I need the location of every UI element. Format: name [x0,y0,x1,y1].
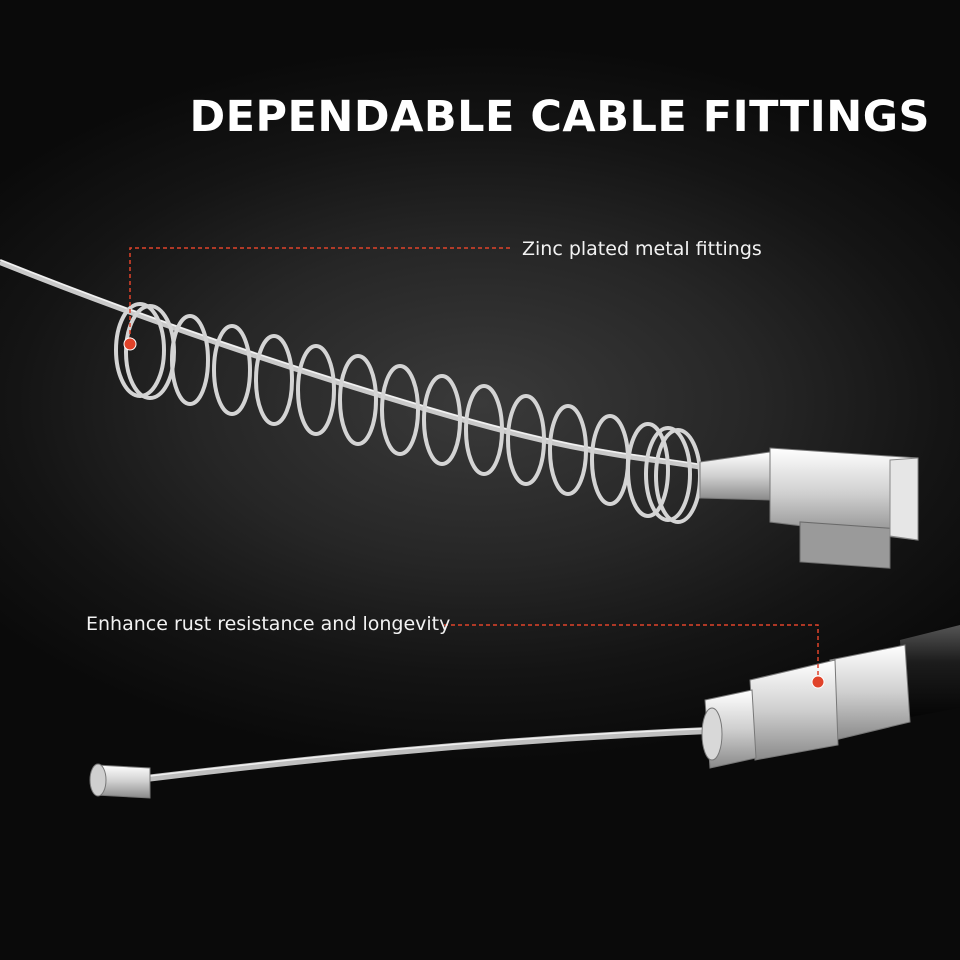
page-title: DEPENDABLE CABLE FITTINGS [189,92,930,142]
callout-leader-top [129,247,510,344]
lower-cable-wire-highlight [149,727,721,777]
cable-end-fitting-icon [699,447,919,569]
callout-marker-top [123,337,137,351]
coil-spring-icon [114,302,702,524]
lower-cable-wire [149,726,721,782]
callout-marker-bottom [811,675,825,689]
callout-rust-resistance: Enhance rust resistance and longevity [86,613,451,635]
callout-leader-bottom [444,624,819,682]
upper-cable-wire-highlight [0,259,721,469]
crimp-fitting-icon [701,625,960,769]
cable-ferrule-icon [89,763,151,799]
upper-cable-wire [0,259,721,473]
callout-zinc-plated: Zinc plated metal fittings [522,238,762,260]
